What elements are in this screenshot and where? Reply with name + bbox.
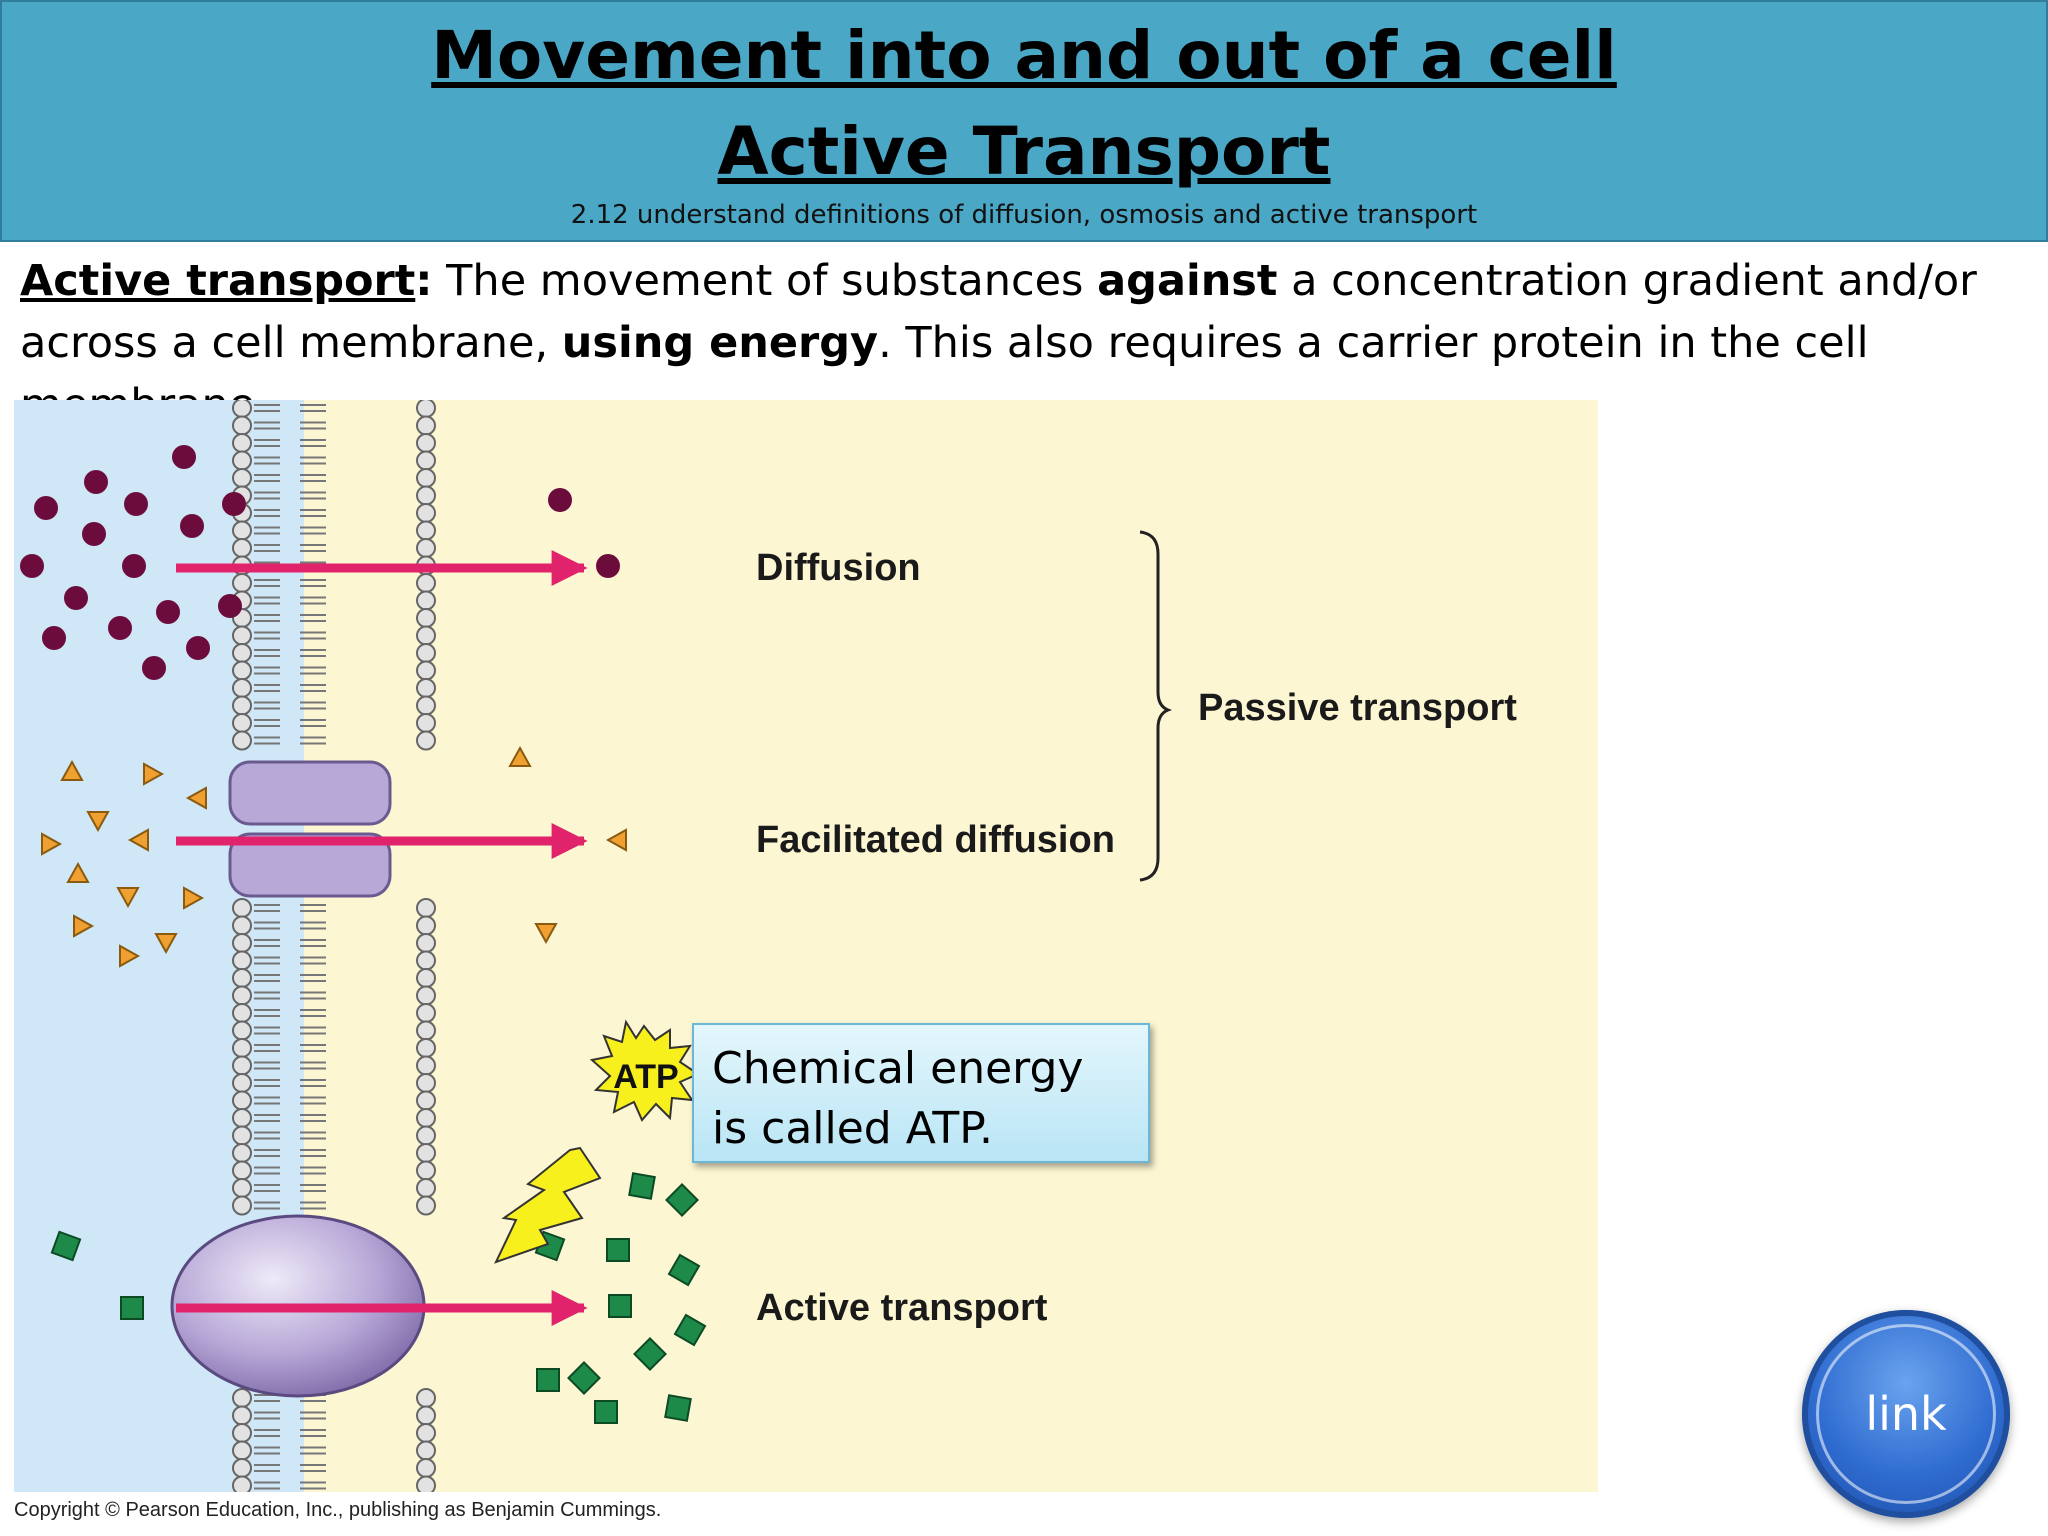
phospholipid-bilayer [232, 400, 436, 1492]
definition-using-energy: using energy [561, 318, 879, 368]
page-title: Movement into and out of a cell [431, 17, 1617, 94]
header-banner [0, 0, 2048, 242]
label-active-transport: Active transport [756, 1287, 1048, 1329]
label-diffusion: Diffusion [756, 547, 921, 589]
link-button-label: link [1865, 1387, 1947, 1441]
definition-against: against [1097, 256, 1278, 306]
definition-part2: a concentration gradient and/or across a… [20, 256, 1977, 368]
passive-transport-brace [1139, 530, 1173, 882]
energy-bolt-icon [494, 1146, 602, 1264]
definition-text: Active transport: The movement of substa… [20, 250, 2030, 436]
page-subtitle: Active Transport [717, 113, 1331, 190]
atp-burst-icon [589, 1019, 701, 1122]
label-facilitated-diffusion: Facilitated diffusion [756, 819, 1115, 861]
transport-diagram: Diffusion Facilitated diffusion Passive … [14, 400, 1598, 1492]
channel-protein [228, 760, 392, 898]
link-button[interactable]: link [1802, 1310, 2010, 1518]
molecule-particles [20, 445, 707, 1424]
definition-colon: : [415, 256, 433, 306]
link-button-ring [1816, 1324, 1996, 1504]
atp-label: ATP [613, 1058, 678, 1096]
label-passive-transport: Passive transport [1198, 687, 1517, 729]
spec-statement: 2.12 understand definitions of diffusion… [570, 200, 1478, 230]
definition-part1: The movement of substances [432, 256, 1098, 306]
atp-callout: Chemical energy is called ATP. [692, 1023, 1150, 1163]
copyright-notice: Copyright © Pearson Education, Inc., pub… [14, 1499, 662, 1521]
definition-term: Active transport [20, 256, 416, 306]
